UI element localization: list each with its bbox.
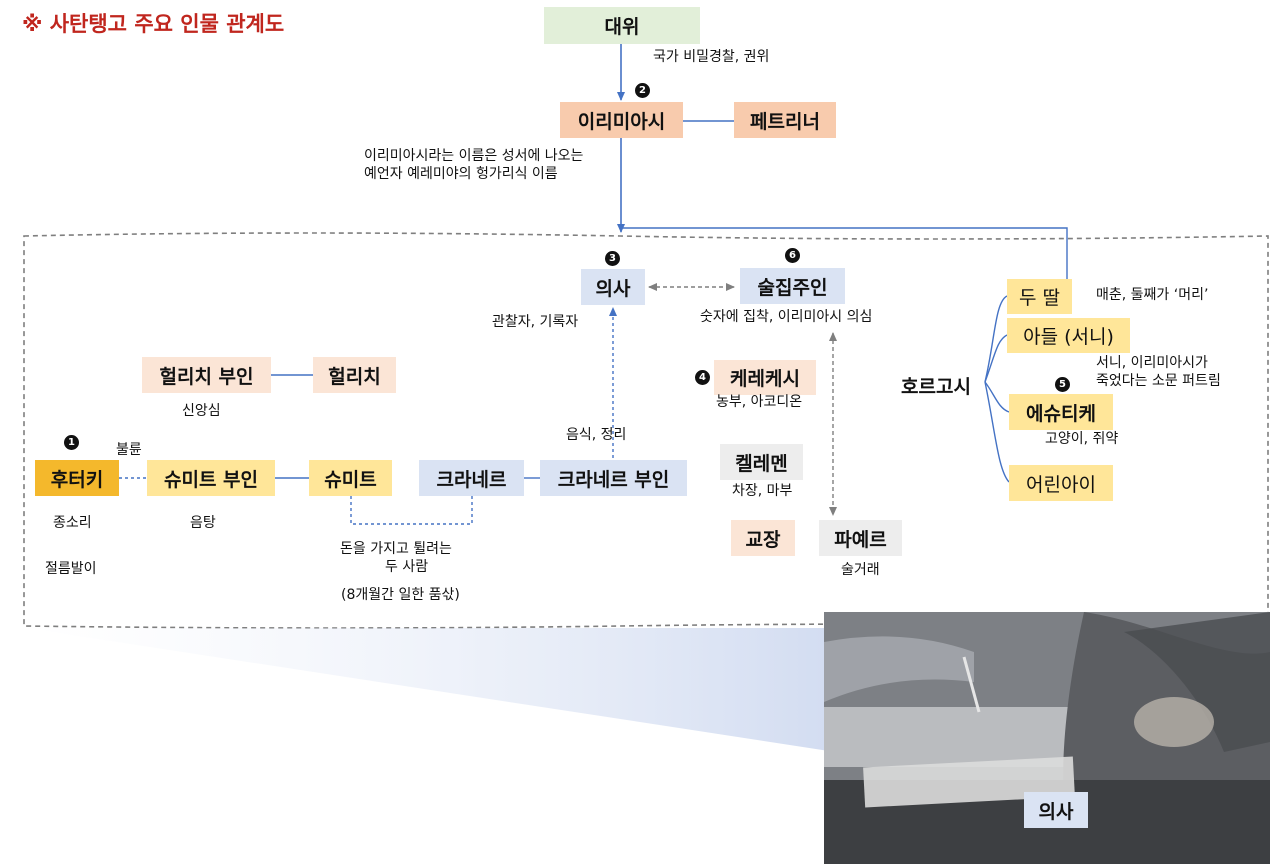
node-kerekes: 케레케시 <box>714 360 816 395</box>
branch-son <box>984 334 1008 383</box>
node-kraner: 크라네르 <box>419 460 524 496</box>
node-halics-wife: 헐리치 부인 <box>142 357 271 393</box>
caption-estike: 고양이, 쥐약 <box>1045 431 1119 447</box>
marker-6: 6 <box>785 248 800 263</box>
marker-3: 3 <box>605 251 620 266</box>
link-money <box>350 496 473 525</box>
caption-innkeeper: 숫자에 집착, 이리미아시 의심 <box>700 309 873 325</box>
node-irimias: 이리미아시 <box>560 102 683 138</box>
node-schmidt: 슈미트 <box>309 460 392 496</box>
node-horgos: 호르고시 <box>901 376 971 398</box>
doctor-photo-illustration <box>824 612 1270 864</box>
node-kraner-wife: 크라네르 부인 <box>540 460 687 496</box>
doctor-photo: 의사 <box>824 612 1270 864</box>
branch-estike <box>984 381 1010 413</box>
branch-daughters <box>984 295 1008 383</box>
caption-irimias-line2: 예언자 예레미야의 헝가리식 이름 <box>364 166 558 182</box>
node-petrina: 페트리너 <box>734 102 836 138</box>
node-son: 아들 (서니) <box>1007 318 1130 353</box>
caption-son-1: 서니, 이리미아시가 <box>1096 355 1208 371</box>
marker-2: 2 <box>635 83 650 98</box>
caption-money-2: 두 사람 <box>385 559 429 575</box>
marker-1: 1 <box>64 435 79 450</box>
caption-irimias-line1: 이리미아시라는 이름은 성서에 나오는 <box>364 148 584 164</box>
node-schmidt-wife: 슈미트 부인 <box>147 460 275 496</box>
caption-affair: 불륜 <box>116 442 142 458</box>
caption-feyer: 술거래 <box>841 562 880 578</box>
caption-futaki-bell: 종소리 <box>53 515 92 531</box>
diagram-title: ※ 사탄탱고 주요 인물 관계도 <box>22 12 285 36</box>
marker-4: 4 <box>695 370 710 385</box>
node-principal: 교장 <box>731 520 795 556</box>
caption-money-3: (8개월간 일한 품삯) <box>341 587 460 603</box>
node-feyer: 파예르 <box>819 520 902 556</box>
node-daughters: 두 딸 <box>1007 279 1072 314</box>
link-daughters-irimias <box>621 227 1068 282</box>
caption-doctor: 관찰자, 기록자 <box>492 314 579 330</box>
caption-son-2: 죽었다는 소문 퍼트림 <box>1096 373 1221 389</box>
caption-food: 음식, 정리 <box>566 427 627 443</box>
caption-money-1: 돈을 가지고 튈려는 <box>340 541 452 557</box>
marker-5: 5 <box>1055 377 1070 392</box>
node-futaki: 후터키 <box>35 460 119 496</box>
caption-futaki-limp: 절름발이 <box>45 561 97 577</box>
caption-kerekes: 농부, 아코디온 <box>716 394 803 410</box>
node-kelemen: 켈레멘 <box>720 444 803 480</box>
caption-schmidt-wife: 음탕 <box>190 515 216 531</box>
node-innkeeper: 술집주인 <box>740 268 845 304</box>
caption-daewi: 국가 비밀경찰, 권위 <box>653 49 770 65</box>
node-children: 어린아이 <box>1009 465 1113 501</box>
caption-halics: 신앙심 <box>182 403 221 419</box>
node-doctor: 의사 <box>581 269 645 305</box>
branch-children <box>984 381 1010 483</box>
node-estike: 에슈티케 <box>1009 394 1113 430</box>
caption-kelemen: 차장, 마부 <box>732 483 793 499</box>
photo-label-doctor: 의사 <box>1024 792 1088 828</box>
caption-daughters: 매춘, 둘째가 ‘머리’ <box>1096 287 1209 303</box>
node-halics: 헐리치 <box>313 357 396 393</box>
node-daewi: 대위 <box>544 7 700 44</box>
